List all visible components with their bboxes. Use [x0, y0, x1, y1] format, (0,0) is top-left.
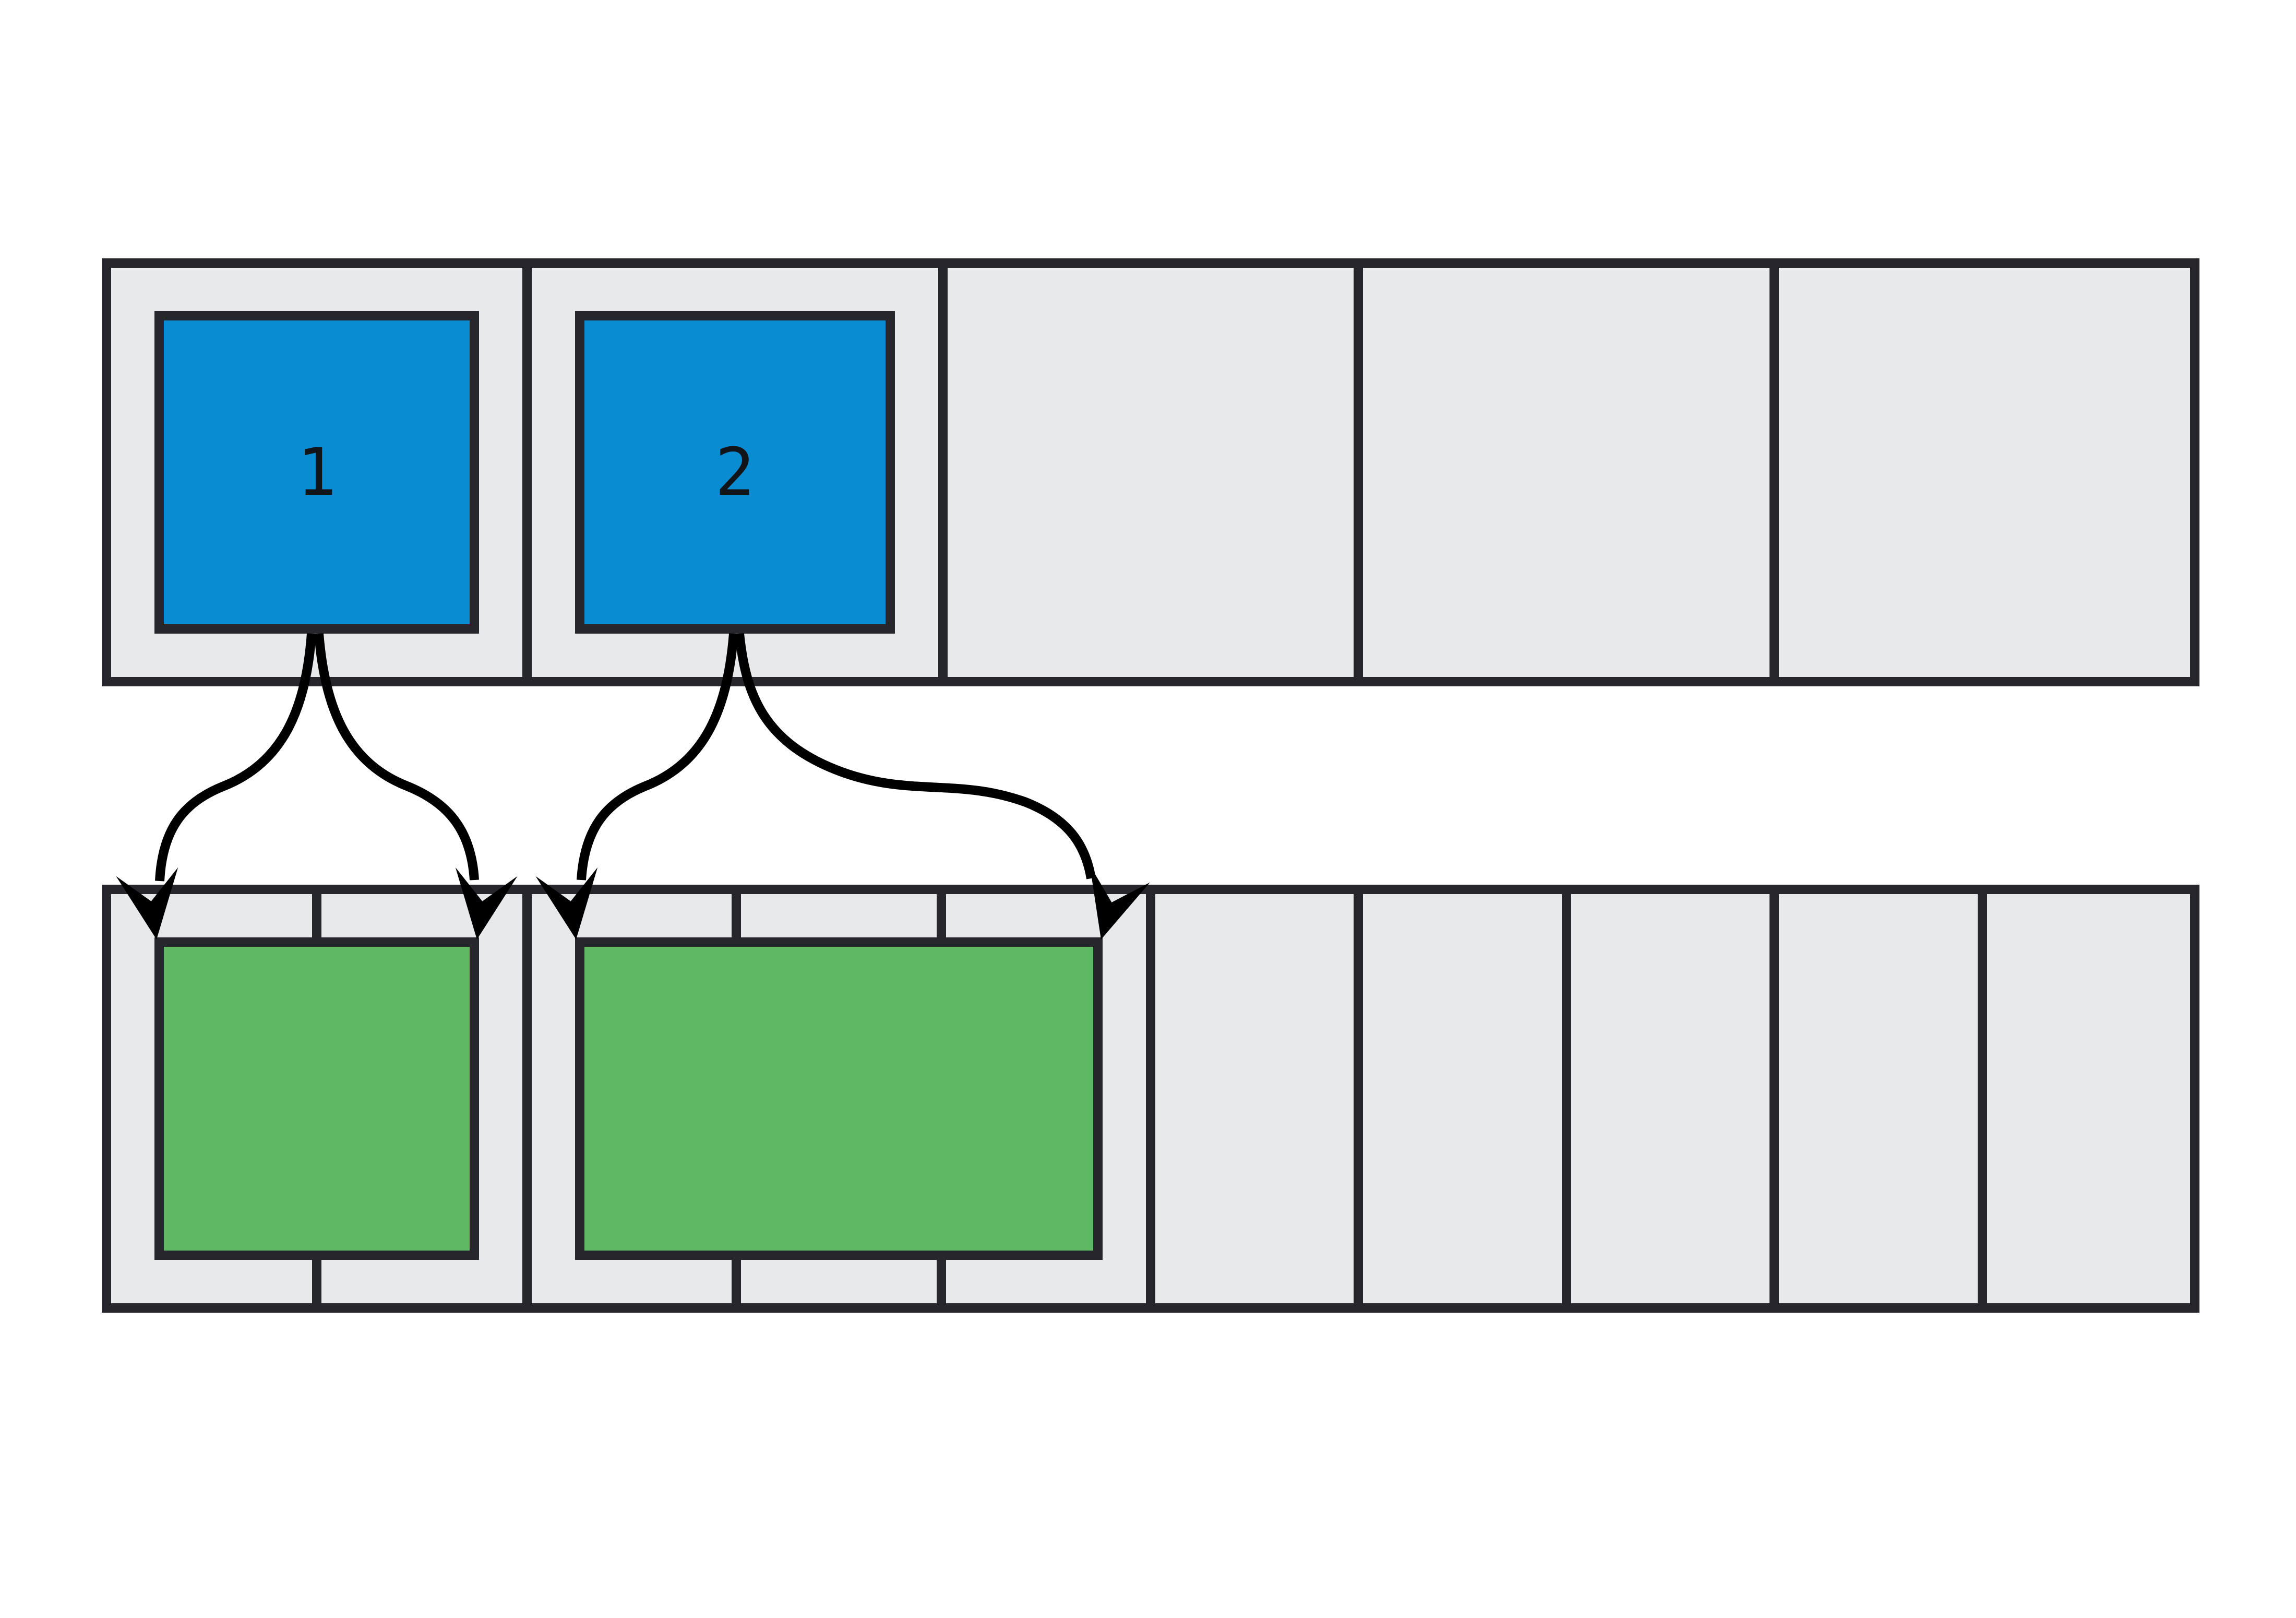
item-1-label: 1	[296, 434, 337, 510]
slot-divider	[1769, 894, 1779, 1303]
items-row: 1 2	[102, 258, 2199, 686]
slot-divider	[522, 894, 532, 1303]
span-group-2	[531, 894, 1146, 1303]
empty-slot-10	[1987, 894, 2190, 1303]
cell-divider	[1769, 268, 1779, 677]
slot-tick	[936, 1260, 946, 1303]
span-1-box	[154, 937, 479, 1260]
item-cell-3	[947, 268, 1354, 677]
slot-tick	[936, 894, 946, 937]
empty-slot-7	[1363, 894, 1562, 1303]
item-2-label: 2	[715, 434, 755, 510]
item-2-box: 2	[575, 311, 895, 634]
item-cell-2: 2	[531, 268, 938, 677]
slots-row	[102, 885, 2199, 1313]
empty-slot-9	[1779, 894, 1978, 1303]
item-cell-1: 1	[111, 268, 522, 677]
slot-tick	[312, 1260, 321, 1303]
item-cell-5	[1779, 268, 2190, 677]
item-cell-4	[1363, 268, 1770, 677]
span-2-box	[575, 937, 1103, 1260]
cell-divider	[1354, 268, 1364, 677]
slot-tick	[732, 894, 742, 937]
slot-tick	[312, 894, 321, 937]
span-group-1	[111, 894, 522, 1303]
slot-divider	[1977, 894, 1987, 1303]
slot-divider	[1145, 894, 1155, 1303]
empty-slot-6	[1155, 894, 1354, 1303]
slot-tick	[732, 1260, 742, 1303]
item-1-box: 1	[154, 311, 479, 634]
cell-divider	[522, 268, 532, 677]
cell-divider	[938, 268, 948, 677]
empty-slot-8	[1571, 894, 1770, 1303]
slot-divider	[1354, 894, 1364, 1303]
slot-divider	[1561, 894, 1571, 1303]
